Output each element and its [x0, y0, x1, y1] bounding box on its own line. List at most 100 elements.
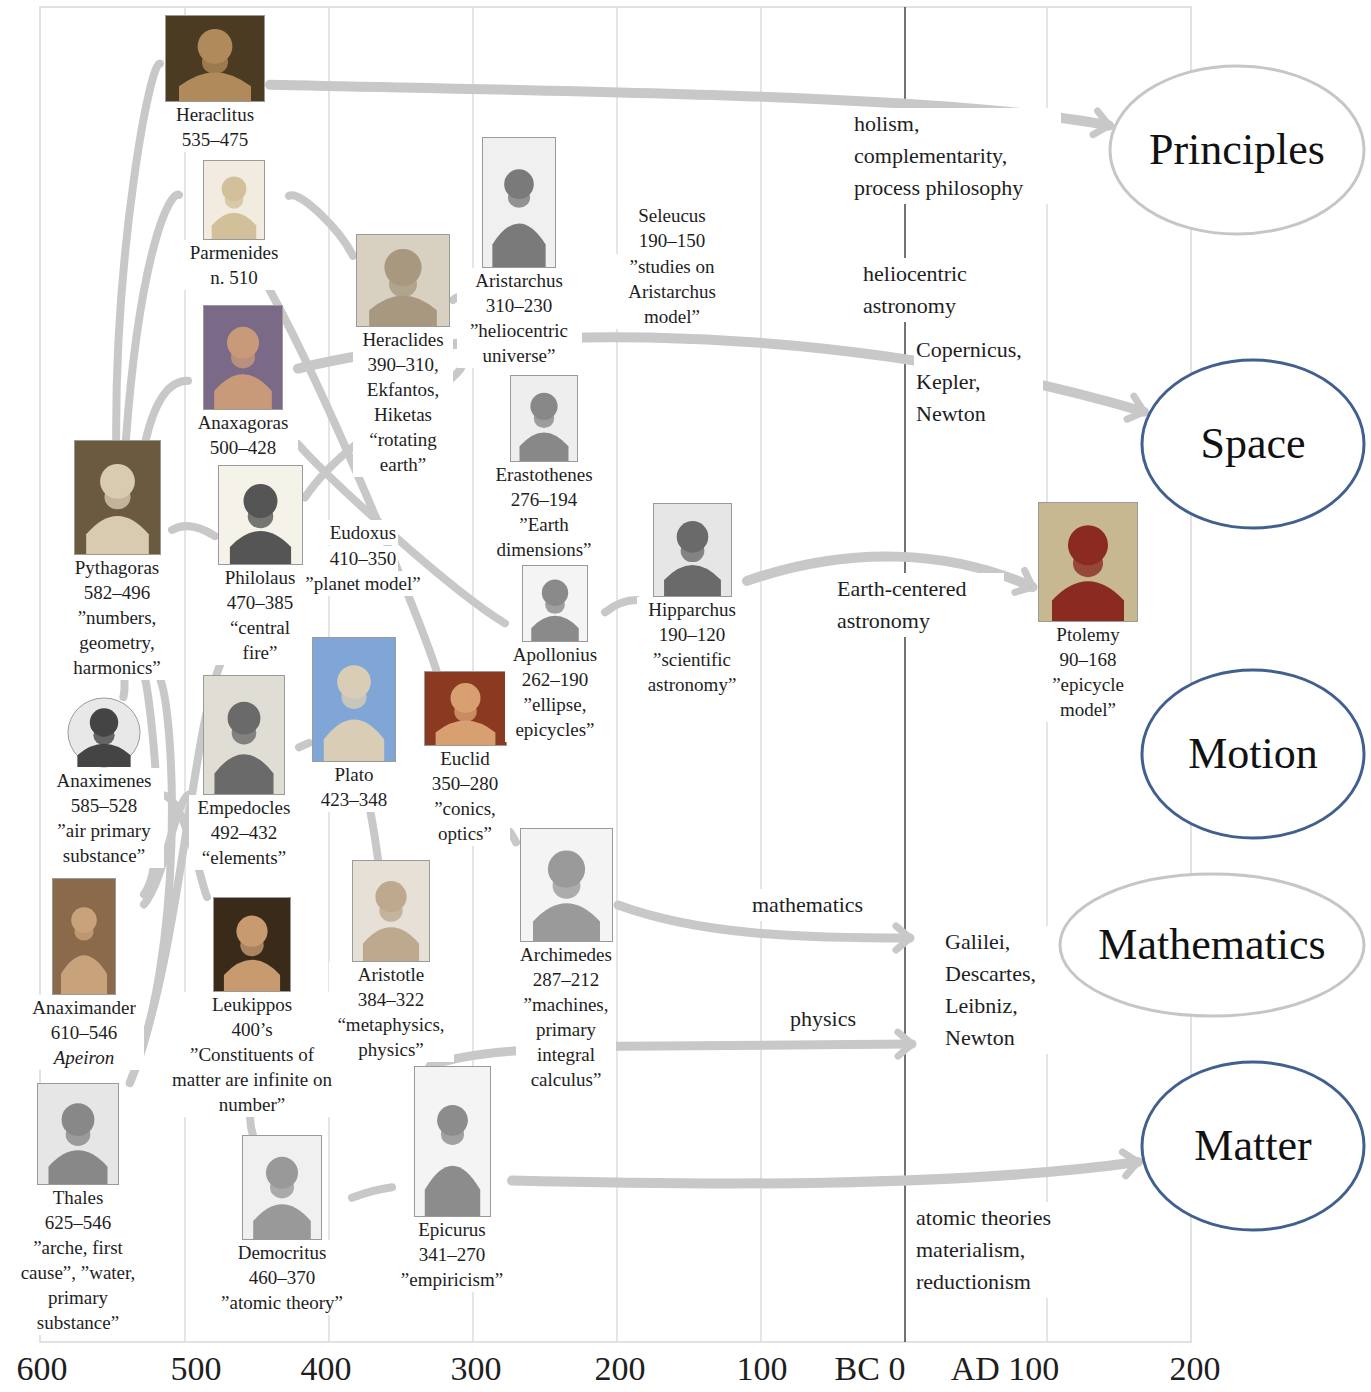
caption-text: ”Constituents of matter are infinite on … [172, 1042, 332, 1117]
caption-text: 341–270 [392, 1242, 512, 1267]
caption-text: n. 510 [179, 265, 289, 290]
philosopher-name: Hipparchus [637, 597, 747, 622]
portrait-head [437, 1105, 468, 1136]
concept-name: Matter [1194, 1121, 1311, 1171]
portrait-ground [38, 1084, 119, 1185]
portrait-head [90, 708, 118, 736]
caption-text: “rotating earth” [353, 427, 453, 477]
philosopher-name: Thales [8, 1185, 148, 1210]
caption-text: ”numbers, geometry, harmonics” [62, 605, 172, 680]
caption: Anaxagoras500–428 [188, 410, 298, 460]
philosopher-node: Heraclitus535–475 [160, 15, 270, 152]
portrait [510, 375, 578, 462]
axis-label: 600 [15, 1350, 70, 1388]
portrait-head [547, 850, 584, 887]
caption-text: 535–475 [160, 127, 270, 152]
portrait [520, 828, 613, 942]
philosopher-name: Heraclides [353, 327, 453, 352]
philosopher-name: Anaxagoras [188, 410, 298, 435]
portrait-bust [363, 927, 419, 961]
caption: Hipparchus190–120”scientific astronomy” [637, 597, 747, 697]
caption: Archimedes287–212”machines, primary inte… [516, 942, 616, 1092]
note-label: atomic theories materialism, reductionis… [914, 1202, 1083, 1298]
axis-label: 400 [299, 1350, 354, 1388]
note-label: 190–150 [637, 228, 708, 253]
portrait-head [1068, 525, 1108, 565]
portrait-ground [74, 441, 160, 555]
philosopher-node: Erastothenes276–194”Earth dimensions” [487, 375, 602, 562]
portrait-head [375, 881, 406, 912]
caption-text: ”empiricism” [392, 1267, 512, 1292]
note-label: Copernicus, Kepler, Newton [914, 334, 1043, 430]
portrait-bust [369, 295, 437, 326]
note-label: Seleucus [636, 203, 708, 228]
note-label: Eudoxus [328, 520, 399, 545]
caption-text: ”epicycle model” [1043, 672, 1133, 722]
philosopher-node: Anaximander610–546Apeiron [24, 878, 144, 1070]
caption-text: 610–546 [24, 1020, 144, 1045]
philosopher-node: Democritus460–370”atomic theory” [212, 1135, 352, 1315]
caption-text: 460–370 [212, 1265, 352, 1290]
philosopher-name: Aristotle [329, 962, 454, 987]
caption-text: Apeiron [24, 1045, 144, 1070]
portrait-bust [533, 903, 600, 941]
portrait [203, 160, 265, 240]
philosopher-node: Plato423–348 [309, 637, 399, 812]
portrait-head [222, 176, 247, 201]
influence-connector [299, 743, 309, 747]
philosopher-node: Archimedes287–212”machines, primary inte… [516, 828, 616, 1092]
caption-text: ”machines, primary integral calculus” [516, 992, 616, 1092]
portrait-ground [53, 879, 116, 995]
ellipse-shape [1110, 66, 1364, 234]
caption-text: 276–194 [487, 487, 602, 512]
philosopher-name: Plato [309, 762, 399, 787]
portrait-ground [483, 138, 556, 268]
concept-name: Motion [1188, 729, 1318, 779]
portrait-bust [77, 744, 130, 767]
philosopher-node: Aristotle384–322“metaphysics, physics” [329, 860, 454, 1062]
philosopher-node: Epicurus341–270”empiricism” [392, 1066, 512, 1292]
portrait-bust [224, 960, 280, 991]
portrait [52, 878, 116, 995]
influence-connector [510, 832, 516, 843]
portrait-bust [229, 531, 290, 564]
portrait-head [530, 393, 557, 420]
portrait-head [227, 327, 259, 359]
caption-text: Ekfantos, Hiketas [353, 377, 453, 427]
caption: Ptolemy90–168”epicycle model” [1043, 622, 1133, 722]
axis-label: 100 [735, 1350, 790, 1388]
portrait-head [542, 580, 568, 606]
note-label: ”studies on Aristarchus model” [615, 254, 729, 329]
portrait-head [243, 484, 277, 518]
ellipse-shape [1060, 874, 1364, 1016]
grid-line [184, 7, 186, 1342]
portrait-head [198, 29, 233, 64]
portrait-ground [1039, 503, 1138, 622]
philosopher-name: Aristarchus [457, 268, 582, 293]
portrait-head [100, 464, 135, 499]
influence-connector [371, 812, 379, 860]
portrait-bust [253, 1204, 311, 1239]
note-label: mathematics [750, 889, 865, 921]
portrait-head [236, 916, 267, 947]
portrait-bust [324, 720, 384, 762]
portrait [242, 1135, 322, 1240]
portrait-ground [414, 1067, 490, 1217]
caption-text: 400’s [172, 1017, 332, 1042]
philosopher-name: Empedocles [189, 795, 299, 820]
philosopher-node: Empedocles492–432“elements” [189, 675, 299, 870]
caption: Epicurus341–270”empiricism” [392, 1217, 512, 1292]
philosopher-name: Euclid [420, 746, 510, 771]
portrait [213, 897, 291, 992]
portrait [352, 860, 430, 962]
note-label: physics [788, 1003, 858, 1035]
influence-connector [123, 680, 124, 697]
caption: Heraclides390–310,Ekfantos, Hiketas“rota… [353, 327, 453, 477]
axis-label: 300 [449, 1350, 504, 1388]
note-label: 410–350 [328, 546, 399, 571]
portrait-ground [204, 676, 285, 795]
caption-text: 390–310, [353, 352, 453, 377]
concept-ellipse: Space [1140, 358, 1366, 530]
portrait [356, 234, 450, 327]
